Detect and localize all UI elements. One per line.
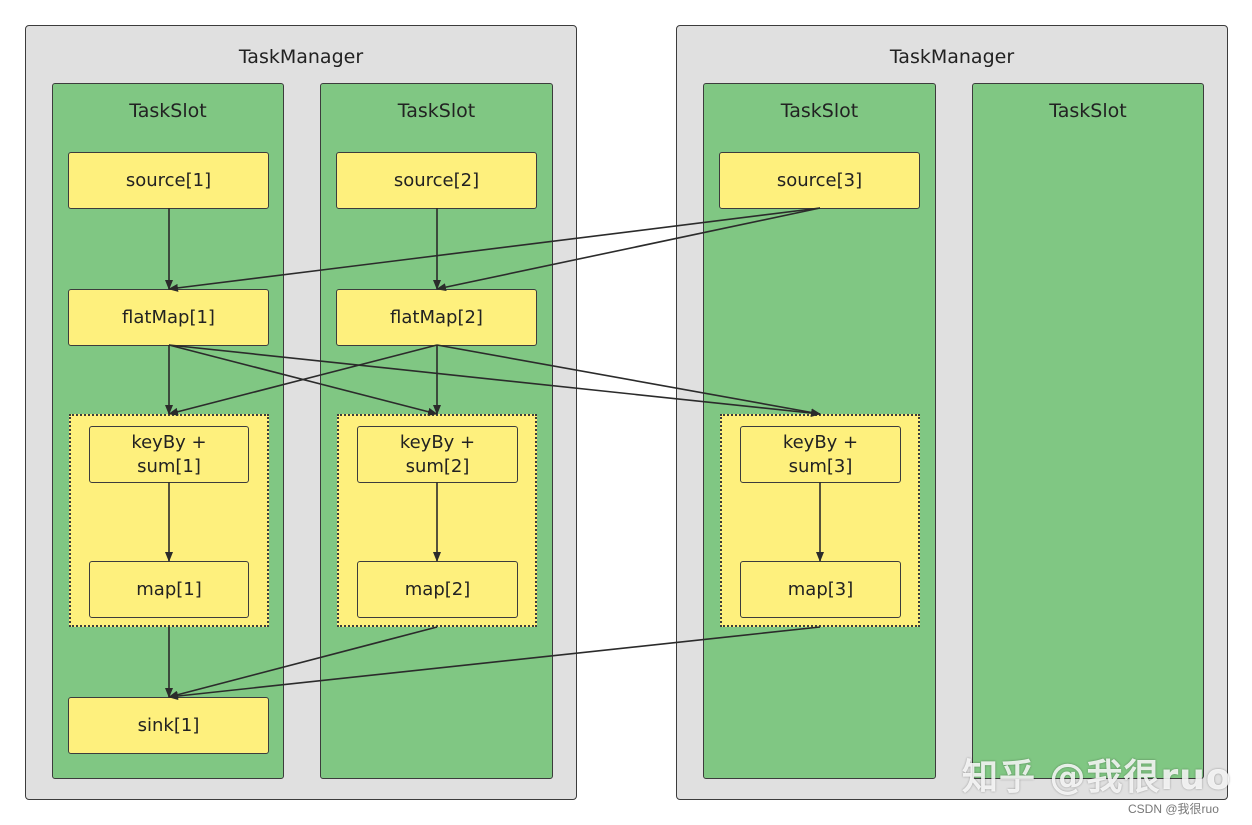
keyby-sum-3-node: keyBy + sum[3] xyxy=(740,426,901,483)
sink-1-node: sink[1] xyxy=(68,697,269,754)
task-slot-1-title: TaskSlot xyxy=(129,100,207,122)
sink-1-label: sink[1] xyxy=(137,714,200,736)
watermark-text: 知乎 @我很ruo xyxy=(962,757,1232,798)
map-1-label: map[1] xyxy=(136,578,202,600)
source-2-node: source[2] xyxy=(336,152,537,209)
credit-text: CSDN @我很ruo xyxy=(1128,802,1219,816)
keyby-sum-2-node: keyBy + sum[2] xyxy=(357,426,518,483)
task-slot-3-title: TaskSlot xyxy=(780,100,859,122)
task-manager-2-title: TaskManager xyxy=(889,46,1015,68)
source-2-label: source[2] xyxy=(393,169,480,191)
task-manager-1-title: TaskManager xyxy=(238,46,364,68)
task-slot-4-title: TaskSlot xyxy=(1049,100,1127,122)
keyby-sum-1-node: keyBy + sum[1] xyxy=(89,426,249,483)
keyby-sum-3-label: keyBy + sum[3] xyxy=(782,431,859,477)
flatmap-2-label: flatMap[2] xyxy=(390,306,483,328)
flatmap-2-node: flatMap[2] xyxy=(336,289,537,346)
keyby-sum-2-label: keyBy + sum[2] xyxy=(399,431,476,477)
source-1-node: source[1] xyxy=(68,152,269,209)
task-slot-4: TaskSlot xyxy=(972,83,1204,779)
keyby-sum-1-label: keyBy + sum[1] xyxy=(131,431,207,477)
source-3-node: source[3] xyxy=(719,152,920,209)
map-1-node: map[1] xyxy=(89,561,249,618)
map-3-node: map[3] xyxy=(740,561,901,618)
map-2-node: map[2] xyxy=(357,561,518,618)
flatmap-1-label: flatMap[1] xyxy=(122,306,215,328)
source-1-label: source[1] xyxy=(125,169,212,191)
flatmap-1-node: flatMap[1] xyxy=(68,289,269,346)
map-3-label: map[3] xyxy=(787,578,854,600)
source-3-label: source[3] xyxy=(776,169,863,191)
map-2-label: map[2] xyxy=(404,578,471,600)
task-slot-2-title: TaskSlot xyxy=(397,100,476,122)
